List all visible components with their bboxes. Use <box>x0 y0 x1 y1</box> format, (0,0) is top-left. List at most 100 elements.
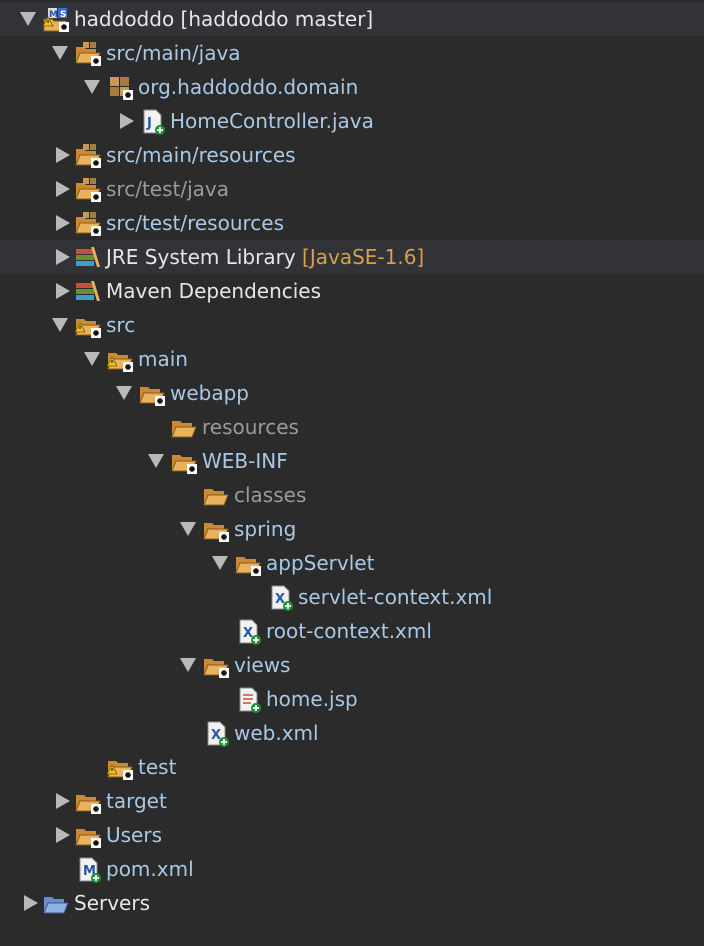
expand-arrow-down-icon[interactable] <box>180 522 196 536</box>
expand-arrow-right-icon[interactable] <box>56 827 70 843</box>
tree-row[interactable]: spring <box>0 512 704 546</box>
tree-row[interactable]: Users <box>0 818 704 852</box>
tree-item-text: views <box>234 653 291 677</box>
tree-item-label: root-context.xml <box>266 619 432 643</box>
expand-arrow-right-icon[interactable] <box>120 113 134 129</box>
tree-item-label: home.jsp <box>266 687 358 711</box>
tree-row[interactable]: home.jsp <box>0 682 704 716</box>
tree-row[interactable]: src/test/java <box>0 172 704 206</box>
library-icon <box>74 277 104 305</box>
tree-item-text: appServlet <box>266 551 375 575</box>
tree-row[interactable]: JRE System Library [JavaSE-1.6] <box>0 240 704 274</box>
xml-file-icon: X <box>202 719 232 747</box>
tree-item-text: Servers <box>74 891 151 915</box>
tree-item-text: JRE System Library <box>106 245 296 269</box>
tree-row[interactable]: org.haddoddo.domain <box>0 70 704 104</box>
tree-row[interactable]: Servers <box>0 886 704 920</box>
tree-item-label: webapp <box>170 381 249 405</box>
expand-arrow-down-icon[interactable] <box>20 12 36 26</box>
source-folder-icon <box>74 141 104 169</box>
tree-item-label: HomeController.java <box>170 109 374 133</box>
tracked-folder-icon <box>202 515 232 543</box>
tree-item-label: WEB-INF <box>202 449 288 473</box>
tree-row[interactable]: classes <box>0 478 704 512</box>
tree-item-label: appServlet <box>266 551 374 575</box>
java-file-icon: J <box>138 107 168 135</box>
tree-row[interactable]: views <box>0 648 704 682</box>
expand-arrow-down-icon[interactable] <box>116 386 132 400</box>
xml-file-icon: X <box>234 617 264 645</box>
expand-arrow-right-icon[interactable] <box>56 181 70 197</box>
tree-item-label: test <box>138 755 176 779</box>
tree-item-label: servlet-context.xml <box>298 585 492 609</box>
warning-folder-icon <box>106 345 136 373</box>
source-folder-icon <box>74 175 104 203</box>
tree-row[interactable]: WEB-INF <box>0 444 704 478</box>
expand-arrow-down-icon[interactable] <box>84 352 100 366</box>
expand-arrow-down-icon[interactable] <box>148 454 164 468</box>
tree-item-label: haddoddo [haddoddo master] <box>74 7 373 31</box>
tree-item-text: servlet-context.xml <box>298 585 493 609</box>
tree-item-label: spring <box>234 517 296 541</box>
tree-row[interactable]: test <box>0 750 704 784</box>
tree-row[interactable]: main <box>0 342 704 376</box>
expand-arrow-down-icon[interactable] <box>84 80 100 94</box>
tree-item-label: web.xml <box>234 721 319 745</box>
tree-row[interactable]: resources <box>0 410 704 444</box>
expand-arrow-down-icon[interactable] <box>52 318 68 332</box>
tree-item-text: spring <box>234 517 297 541</box>
warning-folder-icon <box>106 753 136 781</box>
tree-row[interactable]: src/test/resources <box>0 206 704 240</box>
tree-item-label: main <box>138 347 188 371</box>
expand-arrow-right-icon[interactable] <box>56 249 70 265</box>
tree-row[interactable]: target <box>0 784 704 818</box>
tree-row[interactable]: appServlet <box>0 546 704 580</box>
tree-item-text: Maven Dependencies <box>106 279 322 303</box>
tree-item-label: views <box>234 653 290 677</box>
source-folder-icon <box>74 209 104 237</box>
tree-item-text: pom.xml <box>106 857 194 881</box>
tree-row[interactable]: Maven Dependencies <box>0 274 704 308</box>
tree-item-text: src/test/java <box>106 177 229 201</box>
tree-item-text: src/main/resources <box>106 143 296 167</box>
tree-item-text: haddoddo [haddoddo master] <box>74 7 374 31</box>
tree-item-text: target <box>106 789 167 813</box>
tree-item-text: WEB-INF <box>202 449 288 473</box>
expand-arrow-down-icon[interactable] <box>180 658 196 672</box>
open-folder-icon <box>42 889 72 917</box>
expand-arrow-right-icon[interactable] <box>56 283 70 299</box>
svg-text:X: X <box>275 592 285 607</box>
jsp-file-icon <box>234 685 264 713</box>
expand-arrow-down-icon[interactable] <box>212 556 228 570</box>
tree-row[interactable]: src/main/java <box>0 36 704 70</box>
expand-arrow-right-icon[interactable] <box>56 215 70 231</box>
tree-row[interactable]: src/main/resources <box>0 138 704 172</box>
library-icon <box>74 243 104 271</box>
expand-arrow-down-icon[interactable] <box>52 46 68 60</box>
expand-arrow-right-icon[interactable] <box>56 147 70 163</box>
tree-row[interactable]: src <box>0 308 704 342</box>
tree-row[interactable]: webapp <box>0 376 704 410</box>
expand-arrow-right-icon[interactable] <box>24 895 38 911</box>
tree-item-text: root-context.xml <box>266 619 432 643</box>
expand-arrow-right-icon[interactable] <box>56 793 70 809</box>
package-icon <box>106 73 136 101</box>
tree-item-text: home.jsp <box>266 687 358 711</box>
tree-item-label: src/main/resources <box>106 143 296 167</box>
svg-text:X: X <box>211 728 221 743</box>
tree-item-text: Users <box>106 823 163 847</box>
explorer-bottom-edge <box>0 926 704 946</box>
maven-pom-icon: M <box>74 855 104 883</box>
tracked-folder-icon <box>138 379 168 407</box>
svg-text:S: S <box>60 10 66 20</box>
tracked-folder-icon <box>234 549 264 577</box>
svg-text:M: M <box>49 10 58 20</box>
folder-icon <box>170 413 200 441</box>
